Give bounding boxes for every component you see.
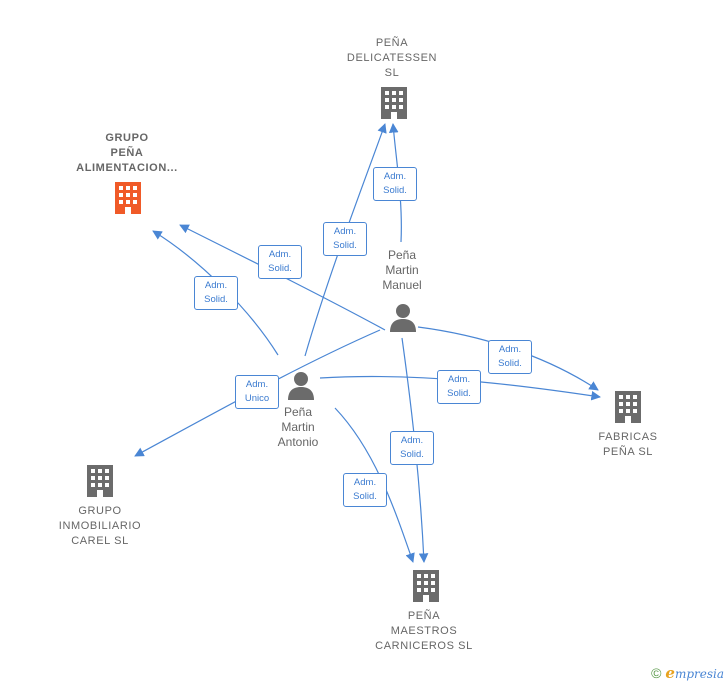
company-label-pena-maestros-carniceros[interactable]: PEÑA MAESTROS CARNICEROS SL bbox=[375, 610, 473, 652]
company-label-pena-delicatessen[interactable]: PEÑA DELICATESSEN SL bbox=[346, 37, 438, 79]
company-label-fabricas-pena[interactable]: FABRICAS PEÑA SL bbox=[598, 431, 658, 458]
brand-logo: empresia bbox=[665, 664, 724, 682]
building-icon[interactable] bbox=[378, 85, 410, 121]
copyright-symbol: © bbox=[651, 665, 662, 681]
edge-label[interactable]: Adm.Solid. bbox=[390, 431, 434, 465]
person-label-pena-martin-antonio[interactable]: Peña Martin Antonio bbox=[277, 405, 319, 449]
edge-label[interactable]: Adm.Solid. bbox=[258, 245, 302, 279]
building-icon[interactable] bbox=[84, 463, 116, 499]
building-icon[interactable] bbox=[410, 568, 442, 604]
company-label-grupo-inmobiliario-carel[interactable]: GRUPO INMOBILIARIO CAREL SL bbox=[58, 505, 142, 547]
company-label-grupo-pena-alimentacion[interactable]: GRUPO PEÑA ALIMENTACION... bbox=[76, 132, 178, 174]
edge-label[interactable]: Adm.Solid. bbox=[437, 370, 481, 404]
person-icon[interactable] bbox=[388, 302, 418, 332]
edge-label[interactable]: Adm.Solid. bbox=[194, 276, 238, 310]
edge-pena-martin-manuel-to-grupo-pena-alimentacion bbox=[179, 224, 386, 331]
edge-label[interactable]: Adm.Solid. bbox=[343, 473, 387, 507]
building-icon[interactable] bbox=[612, 389, 644, 425]
edge-label[interactable]: Adm.Solid. bbox=[488, 340, 532, 374]
building-icon-main[interactable] bbox=[112, 180, 144, 216]
footer-brand: ©empresia bbox=[651, 664, 724, 682]
person-label-pena-martin-manuel[interactable]: Peña Martin Manuel bbox=[382, 248, 422, 292]
edge-label[interactable]: Adm.Solid. bbox=[323, 222, 367, 256]
edge-label[interactable]: Adm.Solid. bbox=[373, 167, 417, 201]
edge-label[interactable]: Adm.Unico bbox=[235, 375, 279, 409]
person-icon[interactable] bbox=[286, 370, 316, 400]
